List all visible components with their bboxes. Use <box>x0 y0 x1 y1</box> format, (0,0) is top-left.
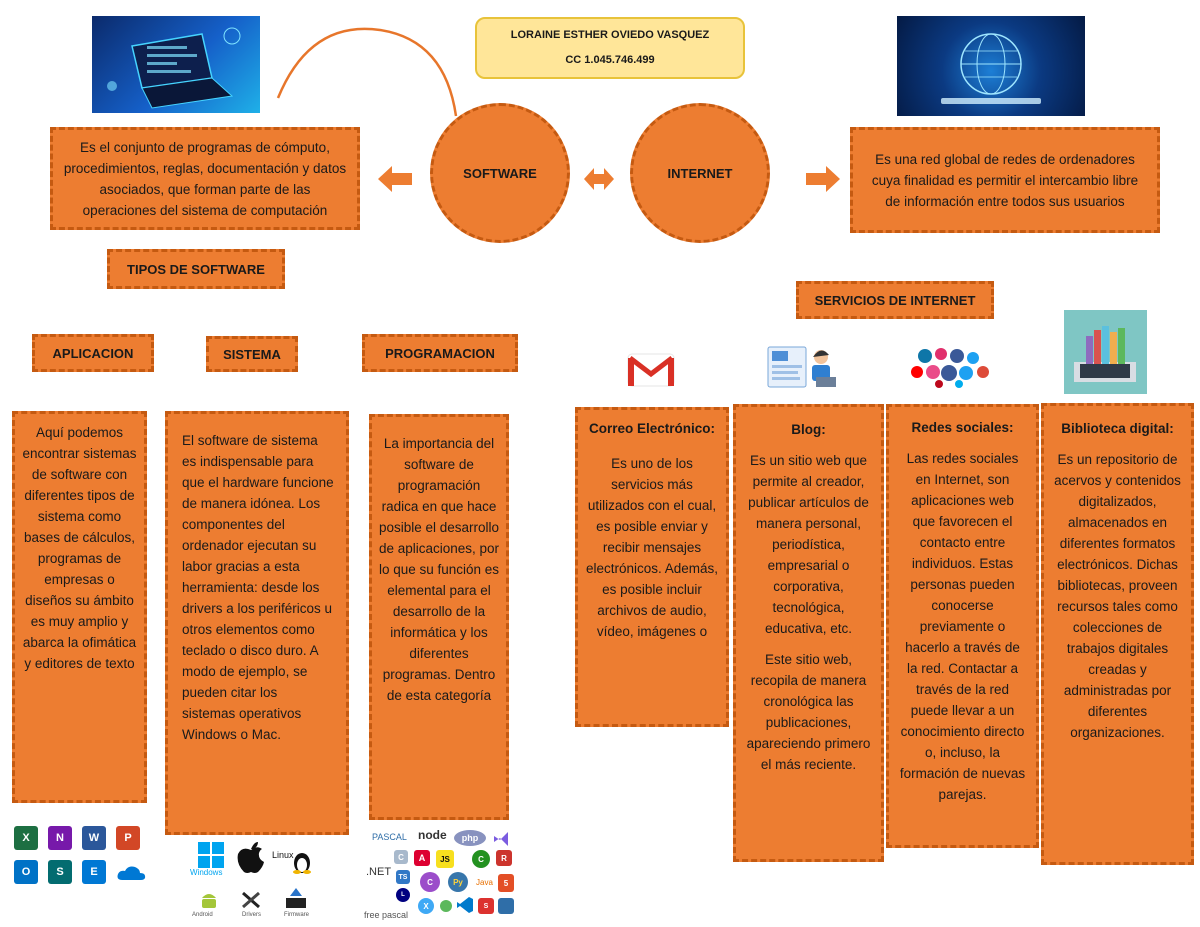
ts-icon: TS <box>396 870 410 884</box>
sharepoint-icon: S <box>48 860 72 884</box>
type-text-programacion: La importancia del software de programac… <box>369 414 509 820</box>
author-name: LORAINE ESTHER OVIEDO VASQUEZ <box>510 29 710 41</box>
programming-logos: PASCAL node php .NET C A JS C R TS C Py … <box>362 826 520 924</box>
box-icon <box>498 898 514 914</box>
php-icon: php <box>454 830 486 846</box>
lua-icon: L <box>396 888 410 902</box>
service-social: Redes sociales: Las redes sociales en In… <box>886 404 1039 848</box>
internet-image <box>897 16 1085 116</box>
arrow-right-icon <box>806 166 840 192</box>
service-blog: Blog: Es un sitio web que permite al cre… <box>733 404 884 862</box>
internet-definition: Es una red global de redes de ordenadore… <box>850 127 1160 233</box>
excel-icon: X <box>14 826 38 850</box>
internet-services-title: SERVICIOS DE INTERNET <box>796 281 994 319</box>
vscode-icon <box>457 897 473 913</box>
powerpoint-icon: P <box>116 826 140 850</box>
android-label: Android <box>192 912 213 918</box>
exchange-icon: E <box>82 860 106 884</box>
service-library: Biblioteca digital: Es un repositorio de… <box>1041 403 1194 865</box>
type-title-programacion: PROGRAMACION <box>362 334 518 372</box>
type-text-aplicacion: Aquí podemos encontrar sistemas de softw… <box>12 411 147 803</box>
library-icon <box>1064 310 1147 394</box>
visualstudio-icon <box>494 832 508 846</box>
arrow-both-icon <box>584 168 614 190</box>
service-email: Correo Electrónico: Es uno de los servic… <box>575 407 729 727</box>
type-title-sistema: SISTEMA <box>206 336 298 372</box>
word-icon: W <box>82 826 106 850</box>
firmware-label: Firmware <box>284 912 309 918</box>
android-icon <box>202 894 216 908</box>
software-definition: Es el conjunto de programas de cómputo, … <box>50 127 360 230</box>
onedrive-icon <box>117 866 146 880</box>
social-icon <box>911 348 989 388</box>
connector-arc <box>276 27 458 117</box>
python-icon: Py <box>448 872 468 892</box>
linux-icon <box>293 853 311 874</box>
apple-icon <box>237 842 264 873</box>
windows-label: Windows <box>190 868 223 877</box>
angular-icon: A <box>414 850 430 866</box>
js-icon: JS <box>436 850 454 868</box>
software-types-title: TIPOS DE SOFTWARE <box>107 249 285 289</box>
firmware-icon <box>286 888 306 908</box>
author-id: CC 1.045.746.499 <box>565 54 655 66</box>
dotnet-label: .NET <box>366 866 392 878</box>
windows-icon <box>198 842 224 868</box>
csharp-icon: C <box>472 850 490 868</box>
arrow-left-icon <box>378 166 412 192</box>
drivers-icon <box>242 891 260 909</box>
html5-icon: 5 <box>498 874 514 892</box>
scala-icon: S <box>478 898 494 914</box>
gmail-icon <box>627 353 675 387</box>
freepascal-label: free pascal <box>364 910 409 920</box>
node-label: node <box>418 828 447 842</box>
linux-label: Linux <box>272 850 294 860</box>
type-title-aplicacion: APLICACION <box>32 334 154 372</box>
onenote-icon: N <box>48 826 72 850</box>
internet-node: INTERNET <box>630 103 770 243</box>
office-logos: X N W P O S E <box>14 826 154 886</box>
cplus-icon: C <box>420 872 440 892</box>
dot-icon <box>440 900 452 912</box>
pascal-label: PASCAL <box>372 832 407 842</box>
author-box: LORAINE ESTHER OVIEDO VASQUEZ CC 1.045.7… <box>475 17 745 79</box>
ruby-icon: R <box>496 850 512 866</box>
software-node: SOFTWARE <box>430 103 570 243</box>
type-text-sistema: El software de sistema es indispensable … <box>165 411 349 835</box>
drivers-label: Drivers <box>242 912 261 918</box>
software-image <box>92 16 260 113</box>
blog-icon <box>767 346 836 388</box>
outlook-icon: O <box>14 860 38 884</box>
java-label: Java <box>476 878 493 887</box>
system-logos: Windows Linux Android Drivers Firmware <box>186 838 321 924</box>
c-icon: C <box>394 850 408 864</box>
x-icon: X <box>418 898 434 914</box>
